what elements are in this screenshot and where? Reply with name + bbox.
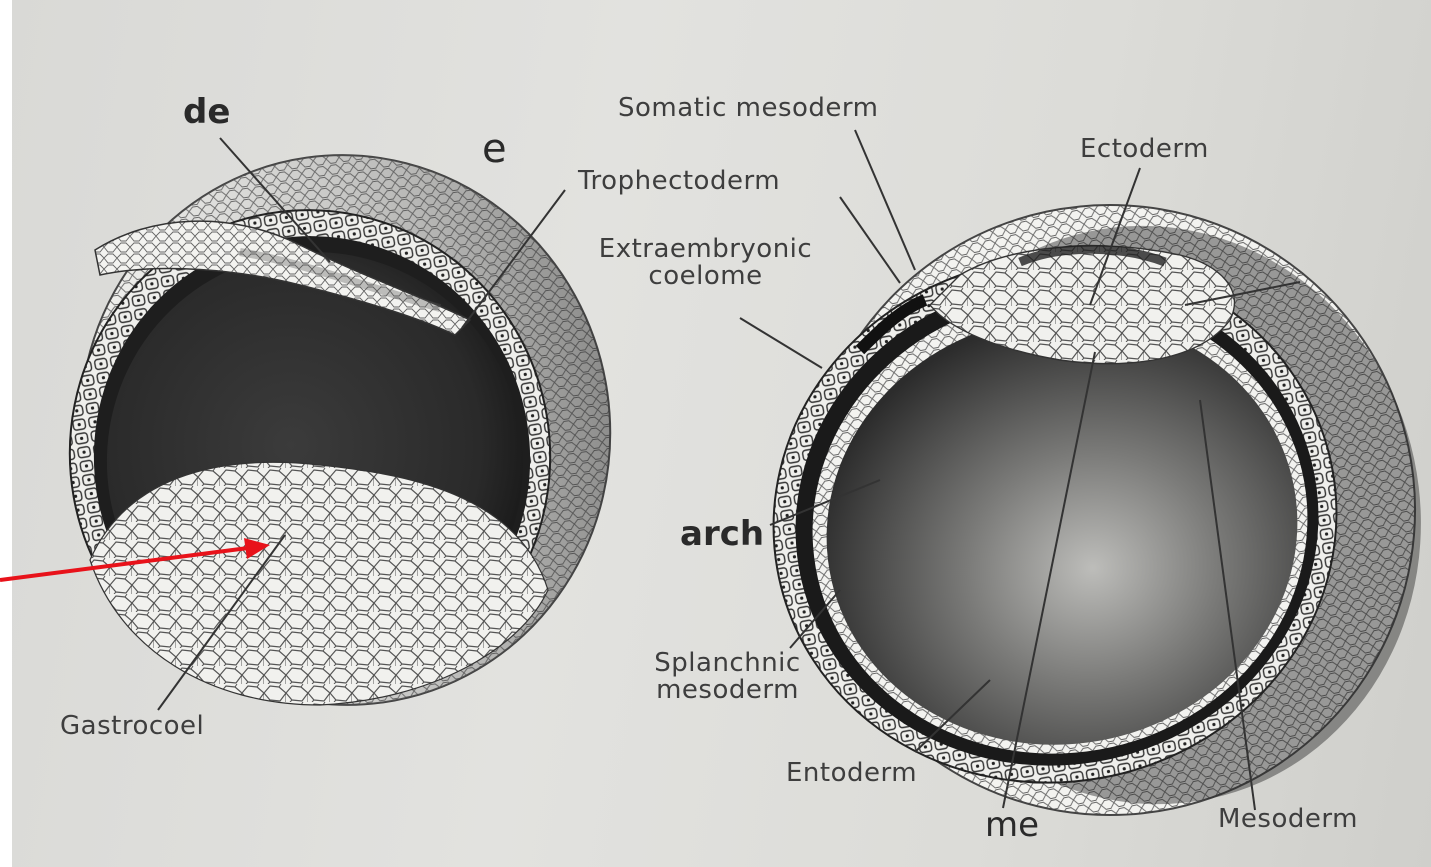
label-gastrocoel: Gastrocoel	[60, 713, 204, 740]
label-extraembryonic-line2: coelome	[568, 263, 843, 290]
label-ectoderm: Ectoderm	[1080, 136, 1209, 163]
label-de: de	[183, 95, 230, 131]
label-splanchnic-mesoderm: Splanchnic mesoderm	[635, 650, 820, 705]
label-e: e	[482, 128, 507, 170]
label-me: me	[985, 808, 1039, 844]
label-entoderm: Entoderm	[786, 760, 917, 787]
label-mesoderm: Mesoderm	[1218, 806, 1358, 833]
left-embryo	[31, 121, 646, 739]
label-splanchnic-line2: mesoderm	[635, 677, 820, 704]
label-extraembryonic-coelome: Extraembryonic coelome	[568, 236, 843, 291]
label-splanchnic-line1: Splanchnic	[635, 650, 820, 677]
label-trophectoderm: Trophectoderm	[578, 168, 780, 195]
label-arch: arch	[680, 517, 764, 553]
label-somatic-mesoderm: Somatic mesoderm	[618, 95, 878, 122]
label-extraembryonic-line1: Extraembryonic	[568, 236, 843, 263]
